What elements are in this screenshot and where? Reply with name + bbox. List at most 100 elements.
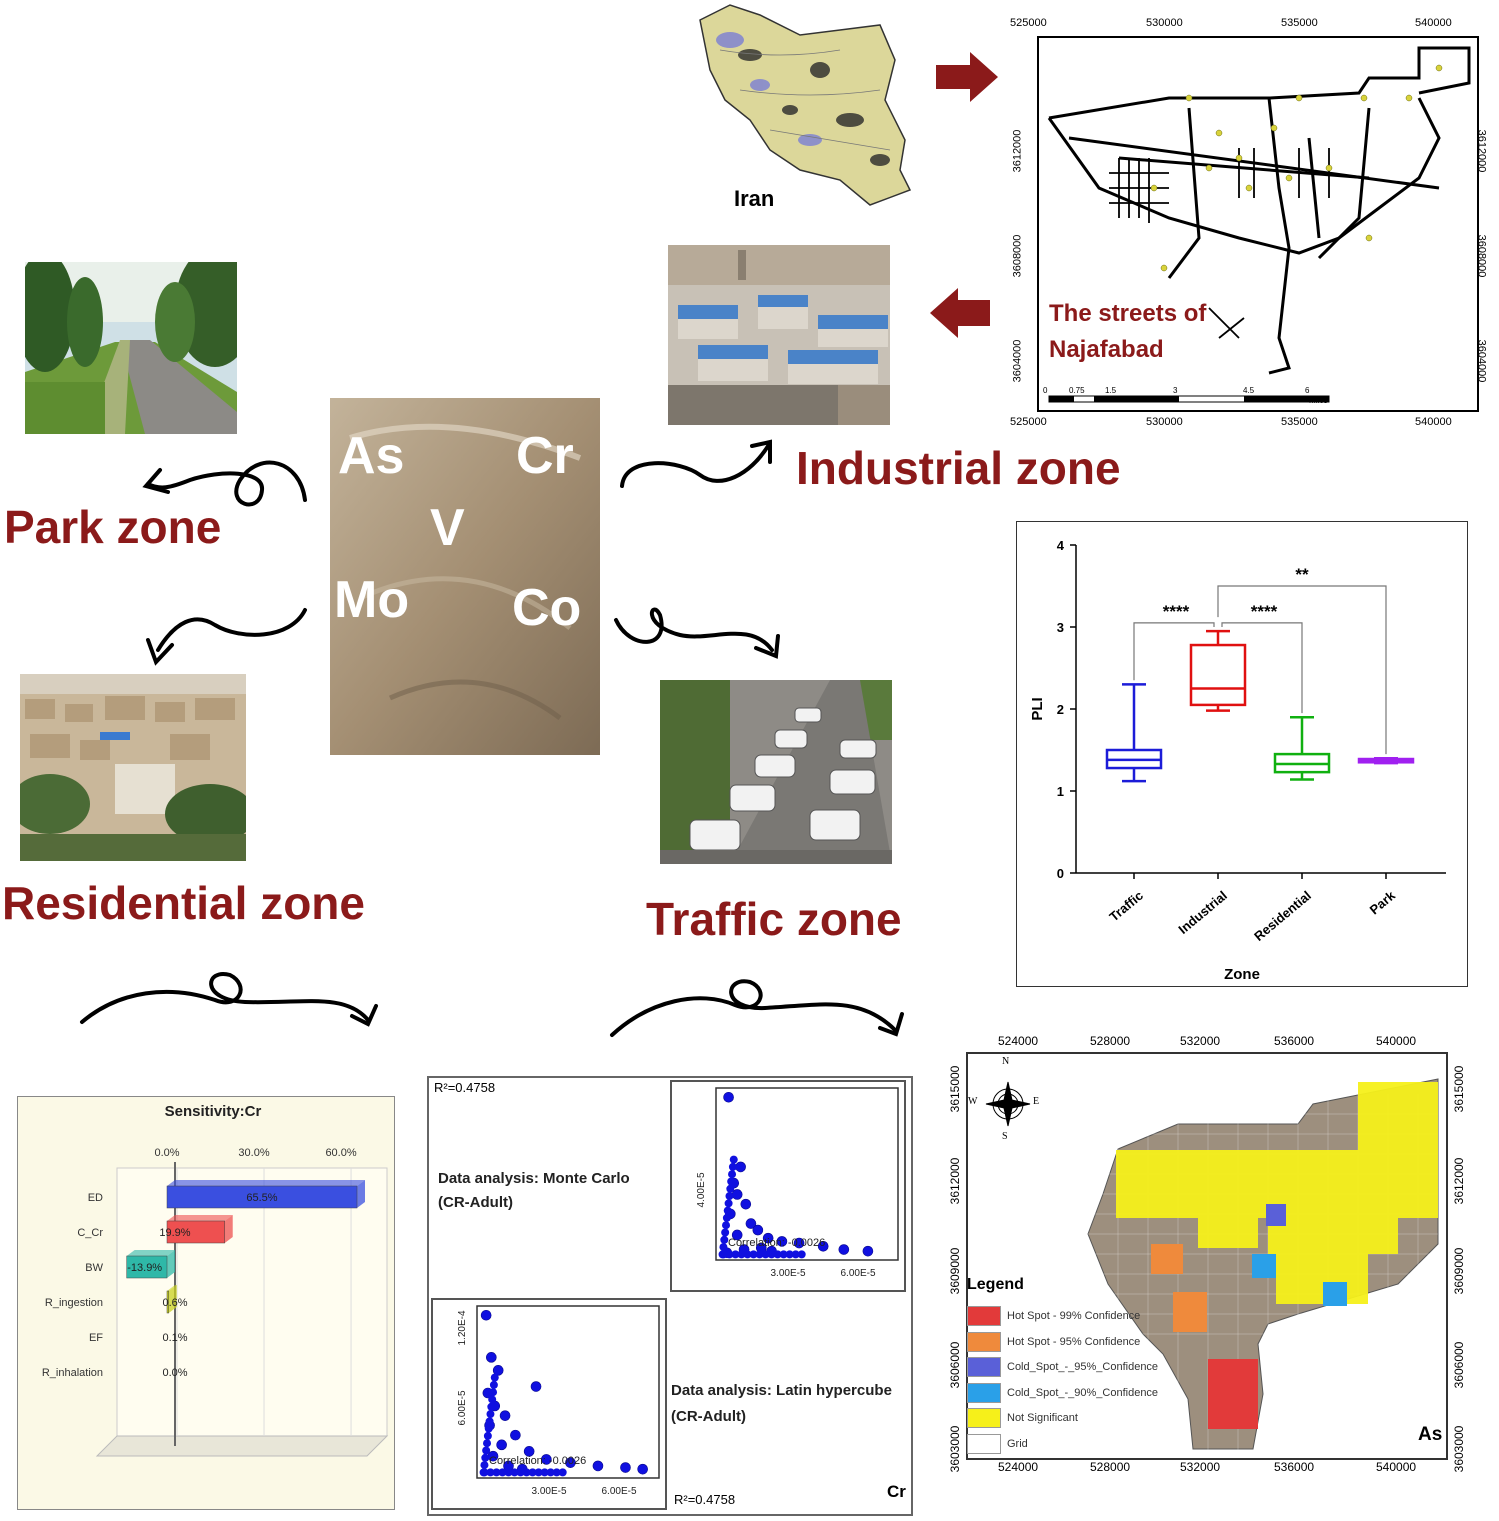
scatter-point-cluster (482, 1446, 491, 1455)
scatter-point-cluster (767, 1250, 776, 1259)
r2-top: R²=0.4758 (434, 1080, 496, 1095)
scatter-point-cluster (492, 1468, 501, 1477)
scatter-point-cluster (728, 1170, 737, 1179)
sensitivity-xtick: 0.0% (154, 1147, 179, 1159)
hotspot-legend-item: Not Significant (967, 1408, 1078, 1428)
pli-chart-panel (1016, 521, 1468, 987)
sensitivity-value-label: 0.0% (162, 1367, 187, 1379)
residential-zone-label: Residential zone (2, 877, 365, 929)
pli-ytick-label: 4 (1057, 538, 1065, 553)
scatter-point-cluster (489, 1388, 498, 1397)
scatter-point-cluster (724, 1199, 733, 1208)
hotspot-legend-label: Hot Spot - 95% Confidence (1007, 1335, 1141, 1348)
scatter-point-cluster (483, 1439, 492, 1448)
arrow-to-residential (156, 608, 307, 652)
scatter-point-cluster (485, 1417, 494, 1426)
hotspot-map-frame (966, 1052, 1448, 1460)
scatter-point-cluster (725, 1192, 734, 1201)
map-xtick-top-4: 540000 (1415, 17, 1452, 29)
hotspot-xtick: 536000 (1274, 1034, 1315, 1048)
hotspot-legend-item: Grid (967, 1433, 1028, 1454)
scale-tick: 4.5 (1243, 386, 1255, 395)
map-xtick-top-2: 530000 (1146, 17, 1183, 29)
park-zone-label: Park zone (4, 501, 222, 553)
map-ytick-right-1: 3612000 (1475, 129, 1488, 173)
scatter-xtick: 6.00E-5 (840, 1268, 875, 1279)
traffic-zone-label: Traffic zone (646, 893, 902, 945)
hotspot-legend-swatch (967, 1433, 1001, 1454)
scatter-point-cluster (510, 1468, 519, 1477)
latin-hypercube-title: Data analysis: Latin hypercube (671, 1382, 892, 1399)
metal-v: V (430, 499, 465, 557)
pli-ylabel: PLI (1029, 697, 1046, 720)
map-xtick-bottom-3: 535000 (1281, 416, 1318, 428)
scatter-point (776, 1236, 788, 1247)
scatter-correlation: Correlation: -0.0026 (728, 1237, 825, 1249)
scatter-point-cluster (546, 1468, 555, 1477)
pli-sig-label: **** (1251, 602, 1278, 621)
map-ytick-right-2: 3608000 (1475, 234, 1488, 278)
sensitivity-bar (126, 1255, 168, 1279)
hotspot-xtick: 524000 (998, 1034, 1039, 1048)
latin-hypercube-subtitle: (CR-Adult) (671, 1408, 746, 1425)
pli-sig-label: **** (1163, 602, 1190, 621)
sensitivity-category-label: ED (88, 1192, 103, 1204)
sensitivity-bar-side (167, 1250, 175, 1278)
arrow-to-sensitivity (80, 972, 370, 1024)
scatter-point-cluster (540, 1468, 549, 1477)
scatter-point-cluster (723, 1206, 732, 1215)
scatter-ytick: 6.00E-5 (457, 1390, 468, 1425)
sensitivity-bar (166, 1185, 358, 1209)
scatter-point (592, 1460, 604, 1472)
scatter-point-cluster (761, 1250, 770, 1259)
hotspot-ytick: 3609000 (948, 1247, 962, 1295)
scatter-xtick: 3.00E-5 (770, 1268, 805, 1279)
industrial-zone-label: Industrial zone (796, 442, 1121, 494)
scale-tick: 3 (1173, 386, 1178, 395)
scatter-point-cluster (498, 1468, 507, 1477)
cr-label: Cr (887, 1482, 906, 1501)
scatter-point (745, 1218, 757, 1229)
scale-tick: 0 (1043, 386, 1048, 395)
scatter-point-cluster (486, 1410, 495, 1419)
sensitivity-value-label: 0.6% (162, 1297, 187, 1309)
sensitivity-category-label: C_Cr (77, 1227, 103, 1239)
scatter-point-cluster (725, 1250, 734, 1259)
metal-as: As (338, 427, 405, 485)
sensitivity-bar-side (357, 1180, 365, 1208)
scatter-point-cluster (773, 1250, 782, 1259)
scatter-point (817, 1240, 829, 1252)
scatter-point-cluster (504, 1468, 513, 1477)
arrow-to-industrial (620, 444, 770, 488)
scatter-point-cluster (486, 1468, 495, 1477)
scatter-point-cluster (731, 1250, 740, 1259)
scatter-point-cluster (721, 1228, 730, 1237)
scatter-point-cluster (480, 1468, 489, 1477)
scatter-point-cluster (719, 1250, 728, 1259)
scatter-point (523, 1446, 535, 1457)
residential-photo (20, 674, 246, 861)
hotspot-ytick: 3615000 (1452, 1065, 1466, 1113)
scatter-point-cluster (722, 1213, 731, 1222)
scatter-point-cluster (779, 1250, 788, 1259)
traffic-photo (660, 680, 892, 864)
monte-carlo-subtitle: (CR-Adult) (438, 1194, 513, 1211)
sensitivity-bar (166, 1290, 169, 1314)
scatter-point (731, 1229, 743, 1241)
scatter-point-cluster (558, 1468, 567, 1477)
map-xtick-top-3: 535000 (1281, 17, 1318, 29)
arrow-to-traffic-head (754, 634, 780, 659)
iran-label: Iran (734, 186, 775, 211)
sensitivity-bar-top (126, 1250, 175, 1256)
hotspot-xtick: 536000 (1274, 1460, 1315, 1474)
hotspot-legend-label: Not Significant (1007, 1412, 1078, 1424)
sensitivity-bar-top (167, 1180, 365, 1186)
scatter-point-cluster (522, 1468, 531, 1477)
scatter-point-cluster (737, 1250, 746, 1259)
scatter-ytick: 1.20E-4 (457, 1310, 468, 1345)
hotspot-legend-swatch (967, 1357, 1001, 1377)
park-photo (25, 262, 237, 434)
sensitivity-bar-top (167, 1285, 177, 1291)
